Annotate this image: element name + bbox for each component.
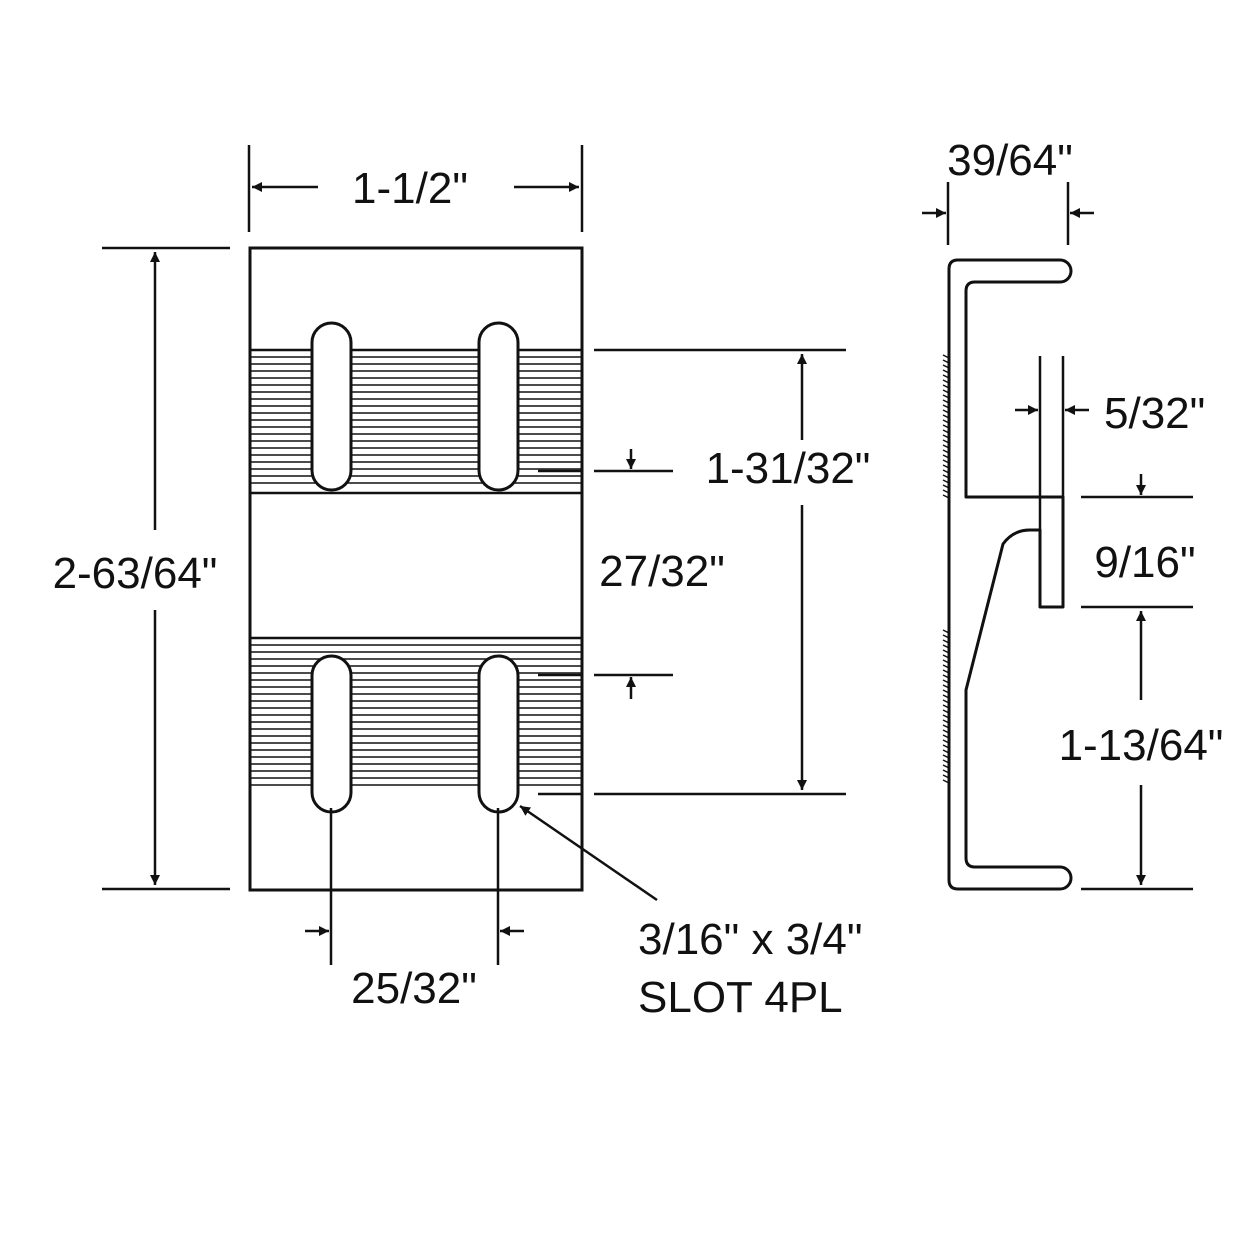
slot-callout-line2: SLOT 4PL [638, 973, 843, 1022]
slot-spacing-label: 25/32" [351, 964, 477, 1013]
side-knurl-tick [942, 679, 950, 684]
tab-length-label: 9/16" [1094, 538, 1195, 587]
height-dimension [102, 246, 230, 891]
bracket-profile [947, 258, 1073, 891]
side-view: 39/64" 5/32" 9/16" 1-13/64" [922, 136, 1224, 891]
tab-thickness-label: 5/32" [1104, 389, 1205, 438]
side-knurl-tick [942, 454, 950, 459]
side-knurl-tick [942, 774, 950, 779]
slot-callout-leader [519, 804, 658, 902]
side-knurl-tick [942, 394, 950, 399]
side-knurl-tick [942, 669, 950, 674]
side-knurl-tick [942, 754, 950, 759]
side-knurl-tick [942, 644, 950, 649]
side-knurl-tick [942, 474, 950, 479]
side-knurl-tick [942, 384, 950, 389]
side-knurl-tick [942, 764, 950, 769]
side-knurl-tick [942, 689, 950, 694]
side-knurl-tick [942, 424, 950, 429]
slot-span-dimension [594, 348, 846, 796]
side-knurl-tick [942, 724, 950, 729]
side-knurl-tick [942, 664, 950, 669]
side-knurl-tick [942, 634, 950, 639]
knurl-band-top [251, 356, 581, 484]
side-knurl-tick [942, 354, 950, 359]
slot-top-right [477, 321, 520, 492]
side-knurl-tick [942, 629, 950, 634]
side-knurl-tick [942, 684, 950, 689]
front-view: 1-1/2" 2-63/64" 25/32" 1-31/32" [53, 145, 871, 1022]
side-knurl-tick [942, 659, 950, 664]
side-knurl-tick [942, 449, 950, 454]
side-knurl-tick [942, 389, 950, 394]
side-knurl-tick [942, 729, 950, 734]
lower-height-label: 1-13/64" [1059, 721, 1224, 770]
side-knurl-tick [942, 719, 950, 724]
depth-label: 39/64" [947, 136, 1073, 185]
side-knurl-tick [942, 779, 950, 784]
side-knurl-tick [942, 379, 950, 384]
side-knurl-tick [942, 739, 950, 744]
side-knurl-tick [942, 694, 950, 699]
side-knurl-tick [942, 444, 950, 449]
slot-bottom-right [477, 654, 520, 814]
lower-height-dimension [1081, 611, 1193, 891]
width-dimension [247, 145, 584, 232]
side-knurl-tick [942, 409, 950, 414]
side-knurl-tick [942, 374, 950, 379]
slot-callout-line1: 3/16" x 3/4" [638, 915, 863, 964]
knurl-gap-label: 27/32" [599, 547, 725, 596]
knurl-band-bottom [251, 644, 581, 786]
side-knurl-tick [942, 734, 950, 739]
slot-spacing-dimension [305, 808, 524, 965]
side-knurl-tick [942, 699, 950, 704]
side-knurl-tick [942, 364, 950, 369]
side-knurl-tick [942, 639, 950, 644]
side-knurl-tick [942, 399, 950, 404]
side-knurl-tick [942, 359, 950, 364]
side-knurl-tick [942, 479, 950, 484]
tab-length-dimension [1081, 474, 1193, 609]
knurl-gap-dimension [538, 449, 673, 796]
slot-span-label: 1-31/32" [706, 444, 871, 493]
width-label: 1-1/2" [352, 164, 468, 213]
slot-top-left [310, 321, 353, 492]
side-knurl-tick [942, 414, 950, 419]
side-knurl-tick [942, 769, 950, 774]
side-knurl-tick [942, 674, 950, 679]
side-knurl-tick [942, 749, 950, 754]
side-knurl-tick [942, 714, 950, 719]
side-knurl-tick [942, 484, 950, 489]
side-knurl-tick [942, 494, 950, 499]
side-knurl-tick [942, 709, 950, 714]
side-knurl-tick [942, 759, 950, 764]
side-knurl-tick [942, 369, 950, 374]
side-knurl-tick [942, 489, 950, 494]
side-knurl-tick [942, 419, 950, 424]
side-knurl-tick [942, 404, 950, 409]
tab-thickness-dimension [1015, 356, 1089, 530]
side-knurl-tick [942, 649, 950, 654]
side-knurl-lower [942, 629, 950, 784]
side-knurl-tick [942, 654, 950, 659]
plate-outline [248, 246, 584, 892]
slot-bottom-left [310, 654, 353, 814]
side-knurl-upper [942, 354, 950, 499]
side-knurl-tick [942, 744, 950, 749]
side-knurl-tick [942, 434, 950, 439]
side-knurl-tick [942, 469, 950, 474]
height-label: 2-63/64" [53, 549, 218, 598]
side-knurl-tick [942, 464, 950, 469]
side-knurl-tick [942, 439, 950, 444]
side-knurl-tick [942, 704, 950, 709]
side-knurl-tick [942, 459, 950, 464]
depth-dimension [922, 182, 1094, 245]
side-knurl-tick [942, 429, 950, 434]
